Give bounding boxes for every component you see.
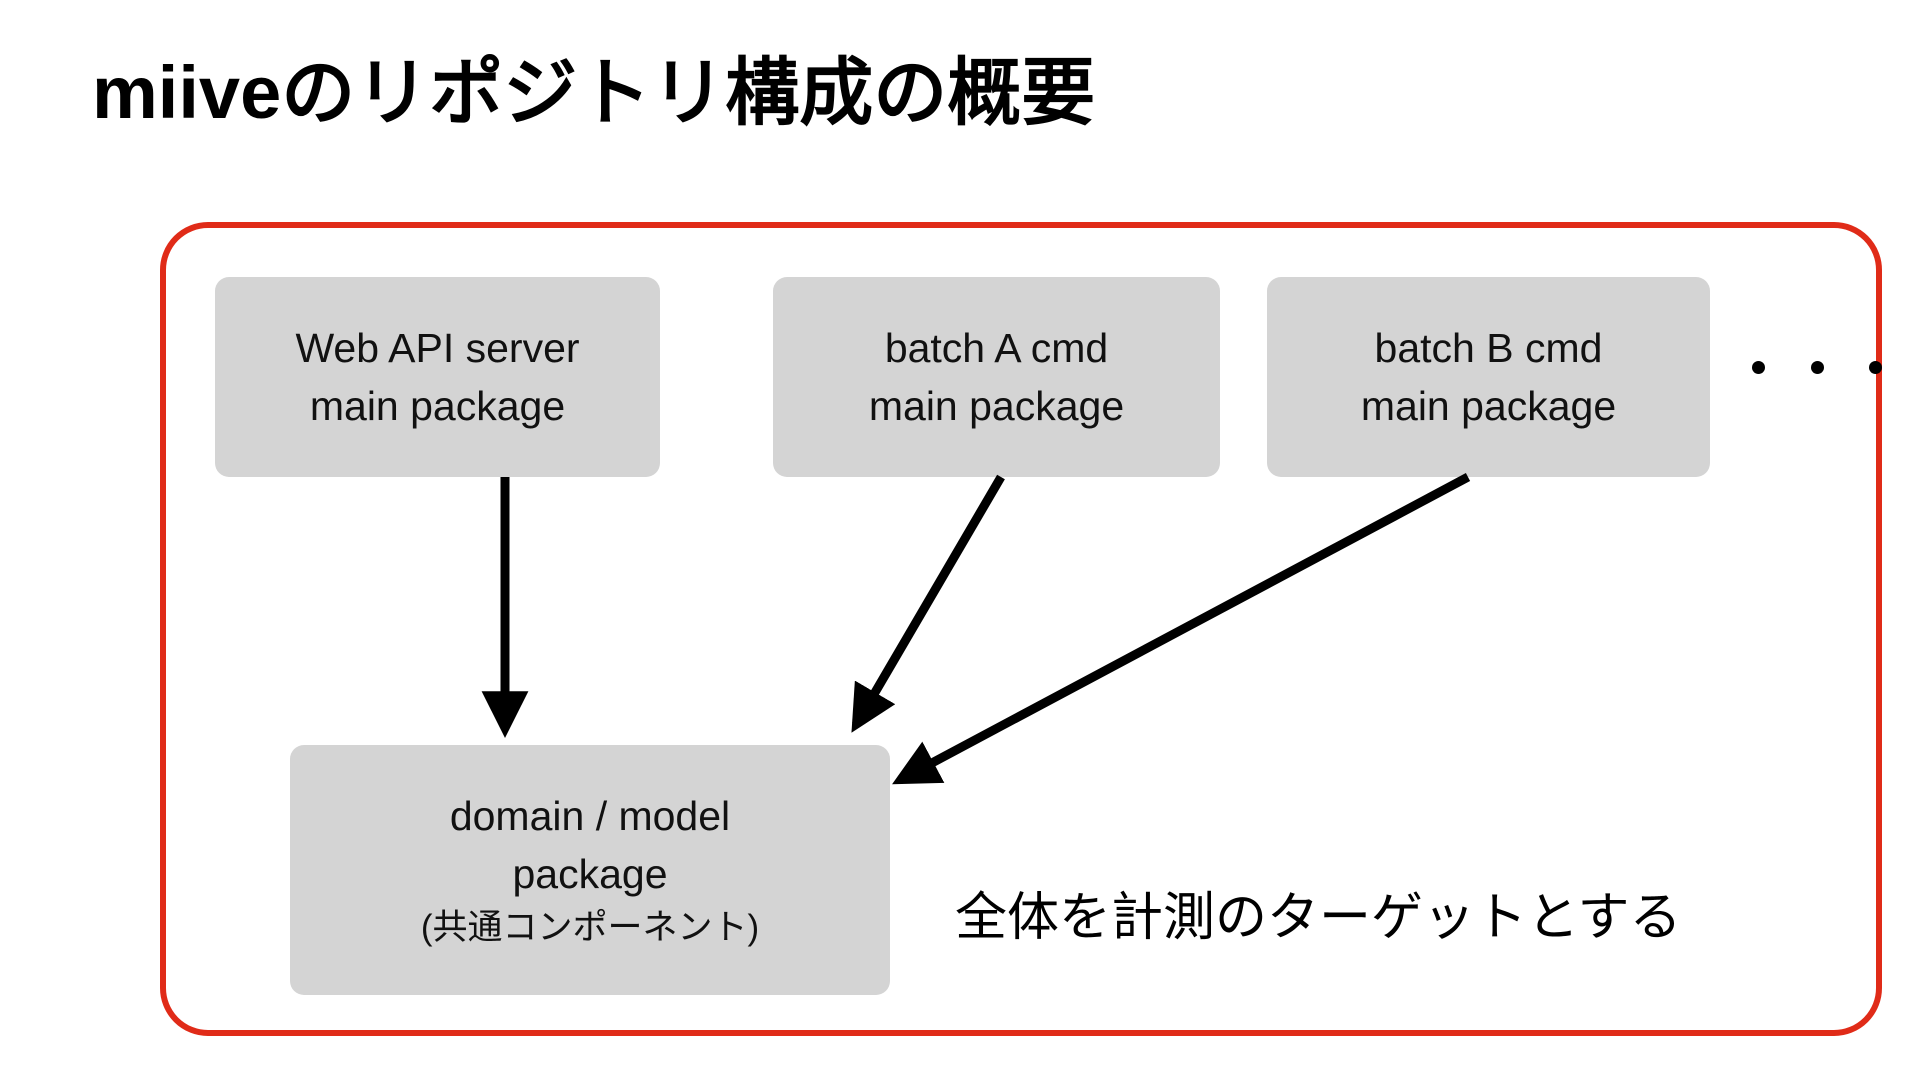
ellipsis-dot xyxy=(1752,360,1765,374)
ellipsis-dot xyxy=(1869,360,1882,374)
package-box-web-api-server[interactable]: Web API server main package xyxy=(215,277,660,477)
package-box-line-1: Web API server xyxy=(295,324,580,371)
ellipsis-dot xyxy=(1810,360,1824,374)
package-box-line-2: main package xyxy=(309,383,566,429)
measurement-target-boundary xyxy=(160,222,1882,1036)
package-box-line-1: batch A cmd xyxy=(884,324,1109,371)
ellipsis-more-packages xyxy=(1752,342,1882,392)
package-box-line-2: main package xyxy=(1360,383,1617,429)
package-box-domain-model[interactable]: domain / model package (共通コンポーネント) xyxy=(290,745,890,995)
package-box-batch-a-cmd[interactable]: batch A cmd main package xyxy=(773,277,1220,477)
package-box-batch-b-cmd[interactable]: batch B cmd main package xyxy=(1267,277,1710,477)
page-title: miiveのリポジトリ構成の概要 xyxy=(92,51,1096,134)
package-box-line-2: package xyxy=(512,851,668,898)
boundary-caption: 全体を計測のターゲットとする xyxy=(955,889,1682,947)
package-box-line-2: main package xyxy=(868,383,1125,429)
package-box-line-1: domain / model xyxy=(449,792,731,839)
package-box-line-3: (共通コンポーネント) xyxy=(420,908,760,948)
package-box-line-1: batch B cmd xyxy=(1374,324,1603,371)
